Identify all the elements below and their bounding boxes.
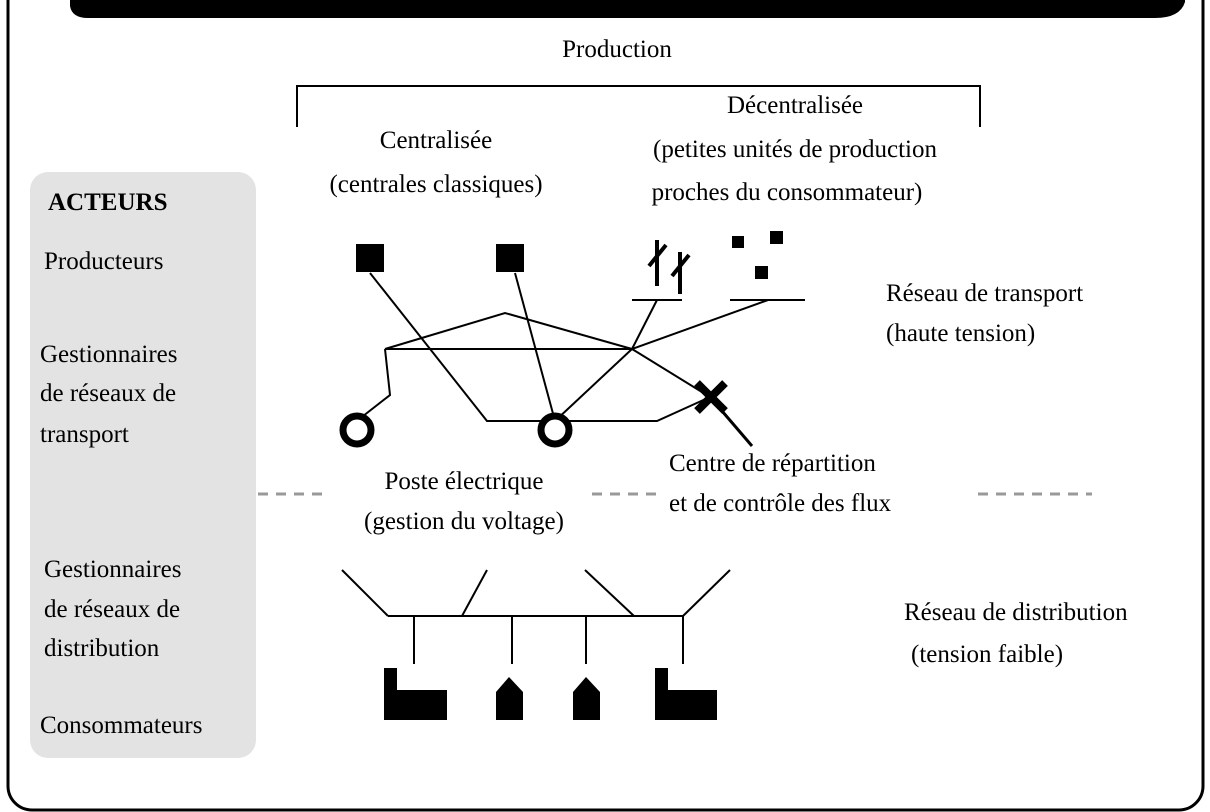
house-icon-1 (496, 677, 523, 720)
actor-consommateurs: Consommateurs (40, 712, 203, 739)
actor-transport-line-3: transport (40, 421, 129, 448)
poste-label-2: (gestion du voltage) (364, 508, 564, 535)
actors-title: ACTEURS (48, 189, 167, 216)
line-hub-to-control (631, 348, 711, 398)
decentralisee-title: Décentralisée (727, 92, 863, 119)
line-solar-feed (631, 299, 769, 350)
top-banner (70, 0, 1185, 18)
line-left-substation (357, 348, 392, 421)
actor-distribution-line-2: de réseaux de (44, 596, 180, 623)
line-plant-2 (514, 272, 556, 422)
centre-label-1: Centre de répartition (669, 450, 876, 477)
reseau-distribution-line-2: (tension faible) (911, 641, 1063, 668)
distribution-network (341, 569, 731, 664)
central-plant-icon-1 (356, 244, 384, 272)
decentralisee-subtitle-2: proches du consommateur) (652, 179, 923, 206)
poste-label-1: Poste électrique (385, 468, 544, 495)
centralisee-title: Centralisée (380, 127, 492, 154)
solar-units-icon (732, 231, 783, 279)
wind-turbine-icon (647, 240, 691, 294)
substation-icon-left (339, 412, 375, 448)
line-substation-to-control (555, 396, 711, 422)
centre-label-2: et de contrôle des flux (669, 490, 892, 517)
decentralisee-subtitle-1: (petites unités de production (653, 136, 937, 163)
actor-distribution-line-1: Gestionnaires (44, 556, 181, 583)
factory-icon-2 (655, 668, 717, 720)
reseau-distribution-line-1: Réseau de distribution (904, 599, 1128, 626)
production-bracket (296, 85, 981, 127)
actor-transport-line-1: Gestionnaires (40, 341, 177, 368)
actor-producteurs: Producteurs (44, 248, 163, 275)
house-icon-2 (573, 677, 600, 720)
substation-icon-center (537, 412, 573, 448)
reseau-transport-line-1: Réseau de transport (886, 280, 1083, 307)
control-center-icon (694, 380, 728, 414)
reseau-transport-line-2: (haute tension) (886, 320, 1035, 347)
line-upper-arc (384, 311, 633, 350)
factory-icon-1 (384, 668, 447, 720)
line-wind-feed (631, 299, 658, 350)
actors-panel (30, 172, 256, 758)
central-plant-icon-2 (496, 244, 524, 272)
actor-distribution-line-3: distribution (44, 635, 160, 662)
centralisee-subtitle: (centrales classiques) (329, 171, 542, 198)
line-plant-1 (369, 272, 555, 422)
line-hub-to-substation (554, 348, 633, 422)
outer-frame (6, 0, 1205, 812)
production-label: Production (562, 36, 672, 63)
actor-transport-line-2: de réseaux de (40, 380, 176, 407)
